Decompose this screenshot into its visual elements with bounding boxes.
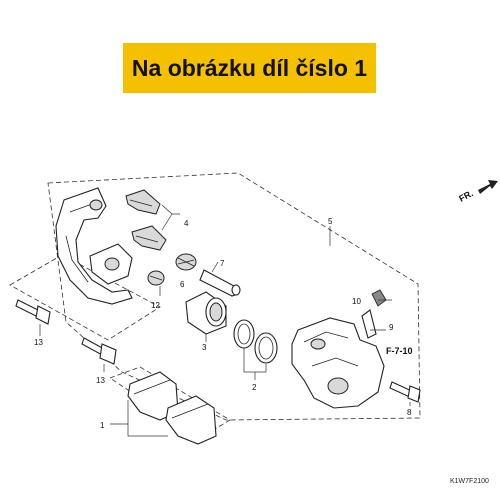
piston <box>185 291 227 335</box>
mounting-bolt-lower <box>81 337 117 365</box>
callout-4: 4 <box>184 219 189 228</box>
mounting-bolt-upper <box>15 299 51 325</box>
front-direction-label: FR. <box>457 188 474 204</box>
caliper-bolt <box>389 381 421 403</box>
callout-13-lower: 13 <box>96 376 105 385</box>
callout-1: 1 <box>100 421 105 430</box>
diagram-code: K1W7F2100 <box>450 478 489 485</box>
callout-3: 3 <box>202 343 207 352</box>
boot-small <box>147 270 165 286</box>
leader-lines <box>39 204 411 437</box>
pad-spring-upper <box>125 189 161 215</box>
front-arrow-icon <box>478 180 498 194</box>
caliper-body <box>291 317 385 409</box>
brake-pads <box>127 371 217 445</box>
callout-9: 9 <box>389 323 394 332</box>
callout-2: 2 <box>252 383 257 392</box>
callout-8: 8 <box>407 408 412 417</box>
callout-5: 5 <box>328 217 333 226</box>
callout-7: 7 <box>220 259 225 268</box>
slide-pin <box>199 269 241 297</box>
pad-spring-lower <box>131 225 167 251</box>
caliper-assembly-outline <box>47 172 421 421</box>
bracket-outline <box>9 254 161 341</box>
piston-seals <box>233 319 278 364</box>
bleeder-valve <box>361 309 377 339</box>
callout-6: 6 <box>180 280 185 289</box>
callout-10: 10 <box>352 297 361 306</box>
front-direction-indicator: FR. <box>457 180 498 204</box>
bleeder-cap <box>371 289 387 307</box>
callout-13-upper: 13 <box>34 338 43 347</box>
part-number-banner: Na obrázku díl číslo 1 <box>123 43 376 93</box>
caliper-bracket <box>55 187 133 305</box>
pad-group-outline <box>109 366 231 439</box>
reference-label: F-7-10 <box>386 346 413 356</box>
pin-boot <box>175 253 197 271</box>
callout-12: 12 <box>151 301 160 310</box>
